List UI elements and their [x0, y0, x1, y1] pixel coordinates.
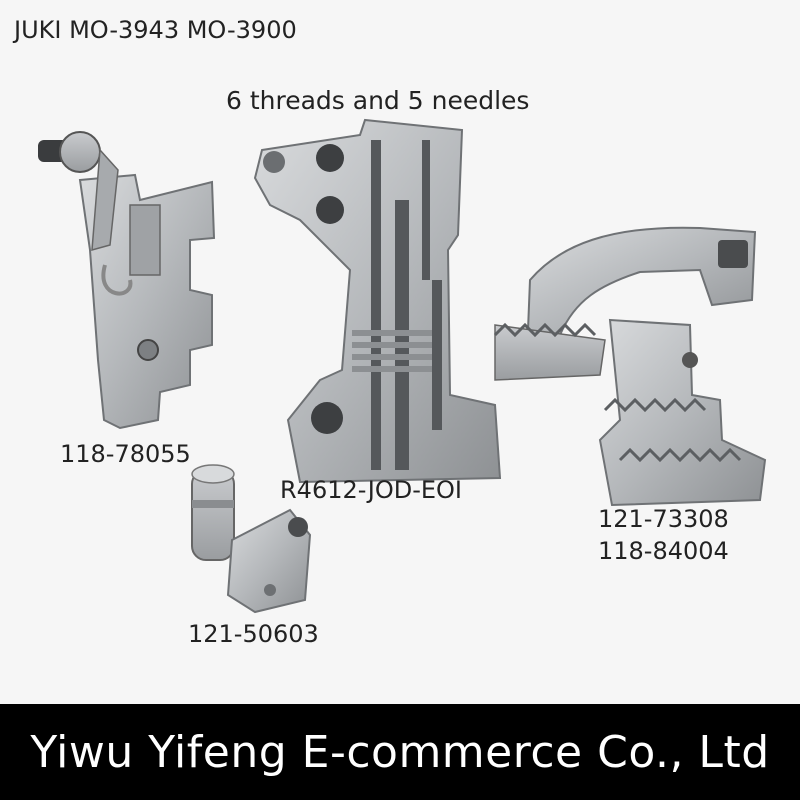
part-label-feed-dog-2: 118-84004	[598, 537, 729, 565]
machine-model-title: JUKI MO-3943 MO-3900	[14, 16, 297, 44]
part-label-presser-foot: 118-78055	[60, 440, 191, 468]
company-name: Yiwu Yifeng E-commerce Co., Ltd	[30, 726, 770, 778]
feed-dog-icon	[493, 226, 767, 507]
parts-illustration	[38, 118, 767, 614]
part-label-feed-dog-1: 121-73308	[598, 505, 729, 533]
part-label-needle-clamp: 121-50603	[188, 620, 319, 648]
spec-subtitle: 6 threads and 5 needles	[226, 86, 530, 115]
presser-foot-icon	[38, 131, 216, 430]
part-label-needle-plate: R4612-JOD-EOI	[280, 476, 462, 504]
needle-plate-icon	[253, 118, 502, 484]
company-banner: Yiwu Yifeng E-commerce Co., Ltd	[0, 704, 800, 800]
needle-clamp-icon	[191, 464, 312, 614]
